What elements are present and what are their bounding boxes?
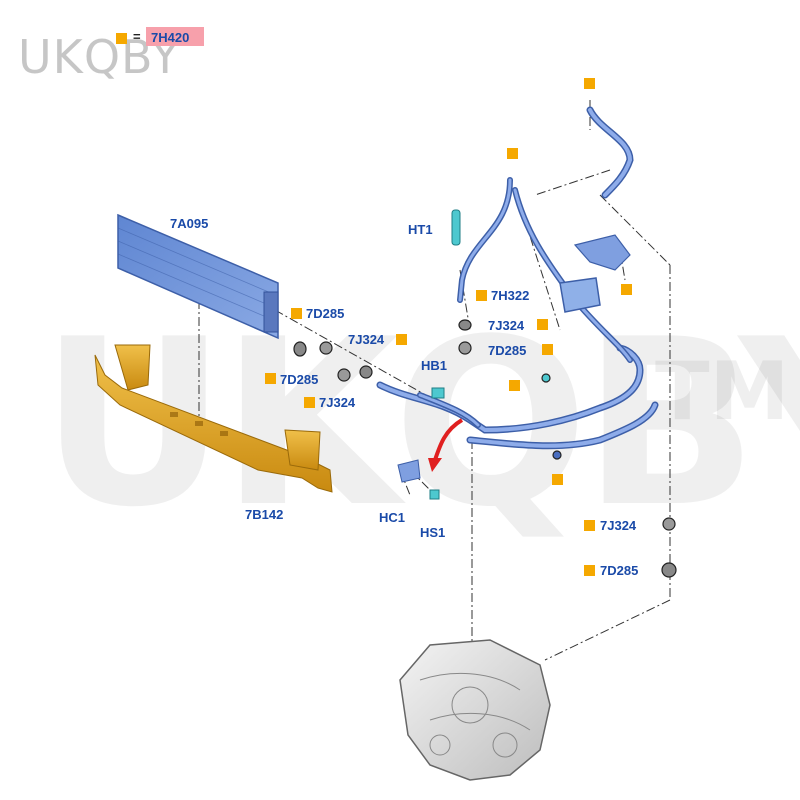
clip-icon xyxy=(458,319,472,331)
label-ht1: HT1 xyxy=(408,222,433,237)
label-clip: 7J324 xyxy=(348,332,385,347)
sensor-hs1 xyxy=(429,489,440,500)
header-highlight xyxy=(146,27,204,46)
header-part-code: 7H420 xyxy=(151,30,190,45)
watermark-tm: TM xyxy=(655,345,790,438)
label-clip: 7J324 xyxy=(488,318,525,333)
clip-icon xyxy=(662,517,676,531)
bracket-hc1 xyxy=(397,459,421,483)
oil-cooler xyxy=(117,213,279,340)
label-seal: 7D285 xyxy=(306,306,345,321)
label-bracket: 7B142 xyxy=(245,507,284,522)
bracket-plate xyxy=(573,234,631,271)
label-seal: 7D285 xyxy=(600,563,639,578)
callout-marker xyxy=(542,344,553,355)
callout-marker xyxy=(584,520,595,531)
equals-sign: = xyxy=(133,29,141,44)
seal-icon xyxy=(458,341,472,355)
callout-marker xyxy=(476,290,487,301)
clip-icon xyxy=(319,341,333,355)
callout-marker xyxy=(291,308,302,319)
sensor-hb1 xyxy=(431,387,445,399)
label-hs1: HS1 xyxy=(420,525,446,540)
seal-icon xyxy=(661,562,677,578)
callout-marker xyxy=(507,148,518,159)
callout-marker xyxy=(265,373,276,384)
label-cooler-module: 7H322 xyxy=(491,288,530,303)
callout-marker xyxy=(116,33,127,44)
label-clip: 7J324 xyxy=(600,518,637,533)
callout-marker xyxy=(621,284,632,295)
label-hc1: HC1 xyxy=(379,510,406,525)
seal-icon xyxy=(359,365,373,379)
callout-marker xyxy=(584,565,595,576)
transmission-housing xyxy=(399,639,551,781)
seal-icon xyxy=(293,341,307,357)
mount-bracket xyxy=(94,344,333,493)
label-hb1: HB1 xyxy=(421,358,448,373)
label-seal: 7D285 xyxy=(280,372,319,387)
cooler-tubes xyxy=(376,106,659,450)
cooler-module xyxy=(559,277,601,313)
sensor-ht1 xyxy=(451,209,461,246)
callout-marker xyxy=(396,334,407,345)
clip-icon xyxy=(337,368,351,382)
label-clip: 7J324 xyxy=(319,395,356,410)
callout-marker xyxy=(584,78,595,89)
callout-marker xyxy=(509,380,520,391)
direction-arrow-icon xyxy=(433,418,464,461)
callout-marker xyxy=(304,397,315,408)
callout-marker xyxy=(537,319,548,330)
label-seal: 7D285 xyxy=(488,343,527,358)
label-cooler: 7A095 xyxy=(170,216,209,231)
callout-marker xyxy=(552,474,563,485)
